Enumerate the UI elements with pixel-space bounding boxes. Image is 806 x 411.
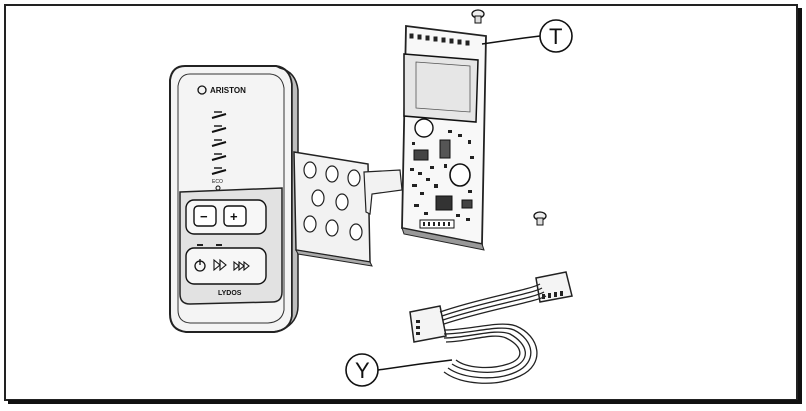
callout-board: T (481, 19, 573, 53)
frame-shadow-bottom (8, 400, 802, 404)
plus-button-label: + (230, 209, 238, 224)
minus-button-label: − (200, 209, 208, 224)
screw-top (471, 9, 485, 24)
plus-button[interactable] (223, 205, 247, 227)
fast-forward-icon[interactable] (213, 258, 227, 272)
cable-harness (409, 271, 573, 384)
callout-label-y: Y (355, 358, 370, 383)
circuit-board (401, 24, 487, 251)
level-indicators (211, 111, 227, 175)
callout-circle-y (345, 353, 379, 387)
screw-bottom (533, 211, 547, 226)
brand-name: ARISTON (210, 86, 246, 95)
power-icon[interactable] (194, 259, 206, 272)
triple-forward-icon[interactable] (233, 260, 250, 272)
function-keypad (185, 247, 267, 285)
frame-shadow-right (798, 8, 802, 404)
model-name: LYDOS (218, 290, 242, 297)
minus-button[interactable] (193, 205, 217, 227)
callout-cable: Y (345, 353, 453, 387)
membrane-keypad (293, 151, 403, 267)
callout-circle-t (539, 19, 573, 53)
control-panel-front: ARISTON ECO − + (169, 65, 299, 333)
callout-label-t: T (549, 24, 562, 49)
brand-logo-icon (197, 85, 207, 95)
eco-label: ECO (212, 179, 223, 185)
